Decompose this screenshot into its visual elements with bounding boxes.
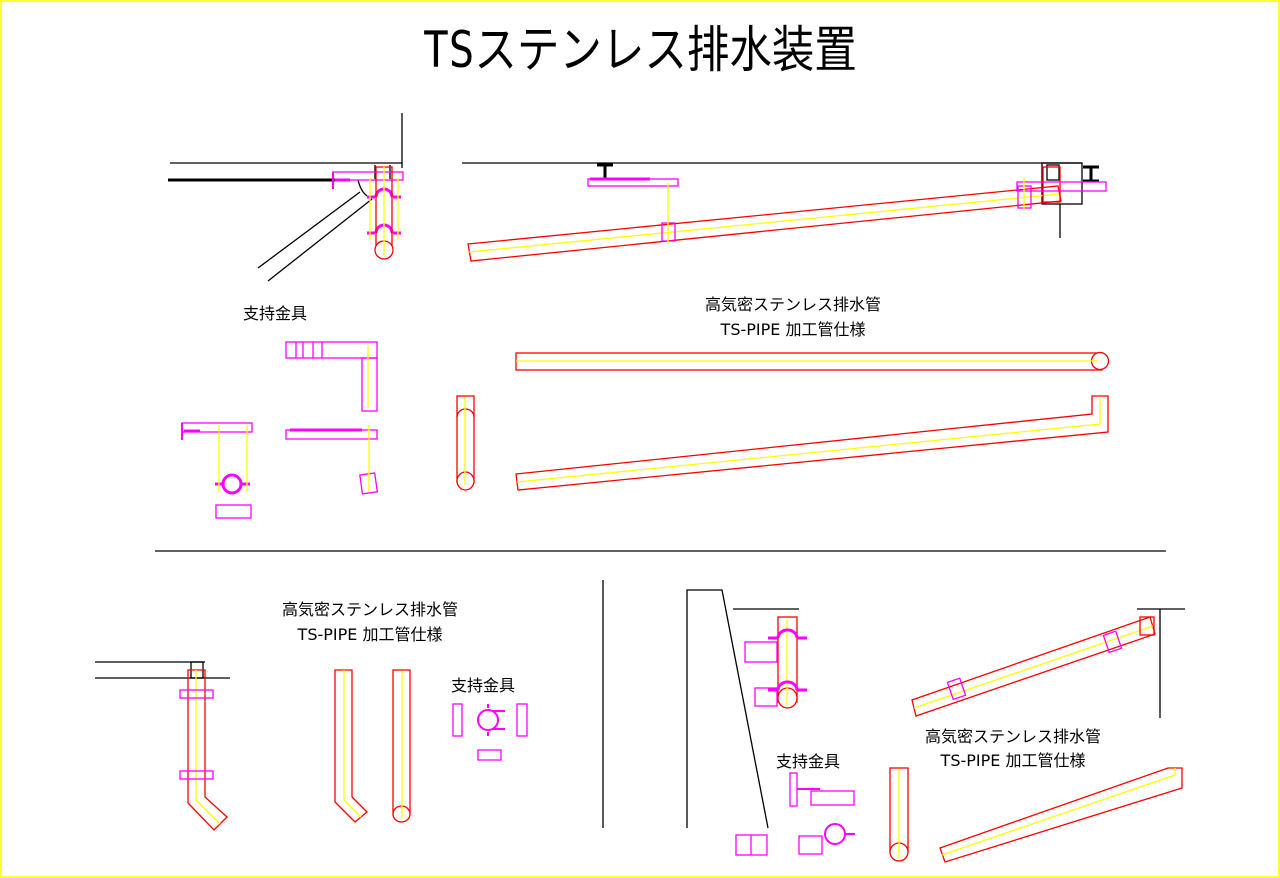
label-pipe-spec-top: TS-PIPE 加工管仕様	[720, 320, 866, 339]
eave-detail-left	[168, 113, 404, 282]
label-pipe-name-top: 高気密ステンレス排水管	[704, 295, 882, 314]
pipe-parts-top	[456, 351, 1110, 491]
wall-detail-bottom-right	[686, 589, 1185, 863]
label-support-top: 支持金具	[242, 304, 308, 323]
label-support-bl: 支持金具	[450, 676, 516, 695]
label-pipe-spec-br: TS-PIPE 加工管仕様	[940, 751, 1086, 770]
page-title: TSステンレス排水装置	[423, 21, 857, 79]
label-pipe-name-br: 高気密ステンレス排水管	[924, 727, 1102, 746]
wall-detail-bottom-left	[95, 661, 528, 831]
label-support-br: 支持金具	[775, 752, 841, 771]
divider-lines	[155, 550, 1166, 828]
label-pipe-name-bl: 高気密ステンレス排水管	[281, 600, 459, 619]
slab-detail-right	[462, 162, 1107, 262]
support-brackets-top	[181, 341, 379, 519]
label-pipe-spec-bl: TS-PIPE 加工管仕様	[297, 625, 443, 644]
